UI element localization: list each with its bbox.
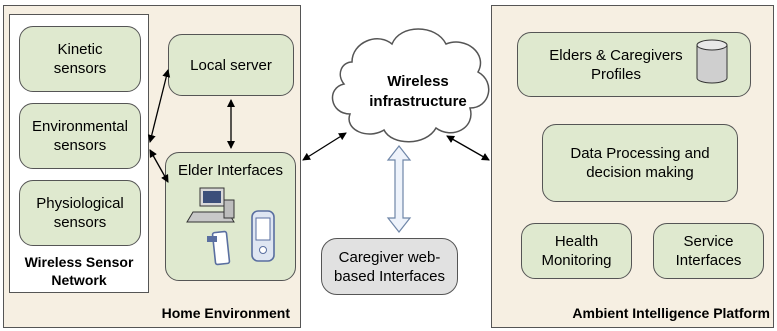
cloud-label-tspan: Wireless: [387, 73, 449, 90]
home-cloud-arrow: [302, 132, 347, 161]
platform-title: Ambient Intelligence Platform: [572, 305, 770, 321]
cloud-label-tspan: infrastructure: [369, 93, 467, 110]
wireless-sensor-network-label: Wireless Sensor Network: [24, 254, 134, 288]
profiles-label: Elders & Caregivers Profiles: [549, 46, 683, 83]
elder-interfaces-label: Elder Interfaces: [177, 162, 284, 179]
cloud-label-line2: infrastructure: [369, 93, 467, 110]
health-monitoring-node: Health Monitoring: [521, 223, 632, 279]
home-environment-title: Home Environment: [161, 305, 290, 321]
cloud-icon: [331, 28, 490, 143]
physiological-sensors-node: Physiological sensors: [19, 180, 141, 246]
environmental-sensors-node: Environmental sensors: [19, 103, 141, 169]
cloud-label-line1: Wireless: [387, 73, 449, 90]
kinetic-sensors-node: Kinetic sensors: [19, 26, 141, 92]
profiles-node: Elders & Caregivers Profiles: [517, 32, 751, 97]
service-interfaces-node: Service Interfaces: [653, 223, 764, 279]
cloud-platform-arrow: [446, 135, 490, 161]
cloud-caregiver-arrow: [386, 145, 412, 233]
local-server-node: Local server: [168, 34, 294, 96]
caregiver-web-interfaces-node: Caregiver web- based Interfaces: [321, 238, 458, 295]
elder-interfaces-node: Elder Interfaces: [165, 152, 296, 281]
data-processing-node: Data Processing and decision making: [542, 124, 738, 202]
